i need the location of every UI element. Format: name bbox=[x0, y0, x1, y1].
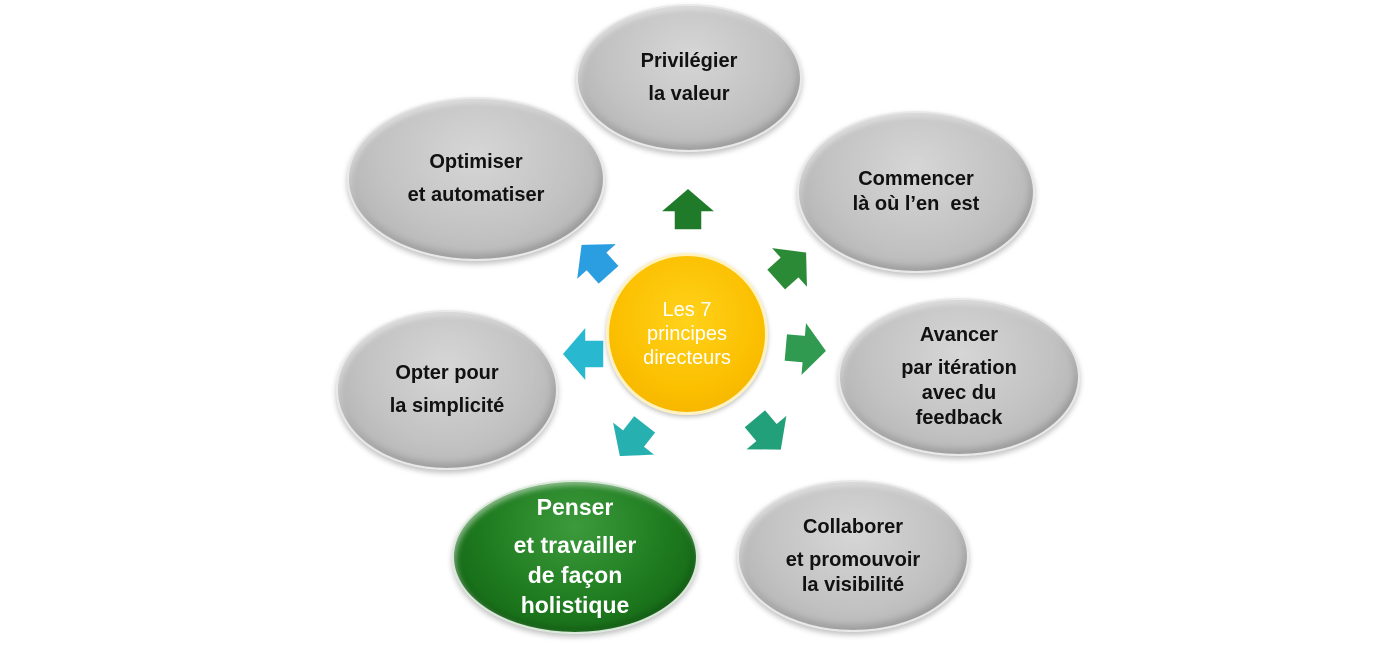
principle-line: Privilégier bbox=[640, 50, 738, 72]
center-line: Les 7 bbox=[662, 299, 712, 321]
principle-line: de façon bbox=[527, 562, 623, 588]
principle-bubble-penser-highlighted: Penser et travailler de façon holistique bbox=[452, 480, 698, 634]
principle-line: et travailler bbox=[513, 532, 637, 559]
principle-line: par itération bbox=[901, 357, 1017, 379]
principle-line: Penser bbox=[536, 494, 614, 521]
principle-line: et promouvoir bbox=[785, 548, 921, 571]
principle-line: et automatiser bbox=[407, 184, 545, 206]
principle-bubble-optimiser: Optimiser et automatiser bbox=[347, 97, 605, 261]
principle-line: là où l’en est bbox=[852, 193, 980, 215]
principle-bubble-collaborer: Collaborer et promouvoir la visibilité bbox=[737, 480, 969, 632]
principle-line: Collaborer bbox=[802, 515, 904, 538]
principle-line: Commencer bbox=[858, 168, 974, 190]
principle-line: la visibilité bbox=[801, 573, 905, 596]
principle-line: Optimiser bbox=[429, 151, 523, 173]
center-line: directeurs bbox=[643, 347, 731, 369]
principle-line: avec du bbox=[921, 382, 997, 404]
principle-bubble-valeur: Privilégier la valeur bbox=[576, 4, 802, 152]
principle-line: la simplicité bbox=[389, 395, 505, 417]
arrow-up-left-icon bbox=[559, 224, 631, 295]
arrow-up-right-icon bbox=[756, 230, 827, 302]
principle-bubble-commencer: Commencer là où l’en est bbox=[797, 111, 1035, 273]
principle-line: holistique bbox=[520, 591, 630, 618]
arrow-up-icon bbox=[659, 187, 717, 231]
arrow-down-left-icon bbox=[596, 405, 668, 475]
center-circle: Les 7 principes directeurs bbox=[606, 253, 768, 415]
principle-bubble-opter: Opter pour la simplicité bbox=[336, 310, 558, 470]
arrow-left-icon bbox=[561, 325, 605, 383]
arrow-down-right-icon bbox=[732, 399, 804, 470]
principle-line: la valeur bbox=[648, 83, 730, 105]
center-line: principes bbox=[646, 323, 728, 345]
principle-line: feedback bbox=[915, 407, 1003, 429]
principle-line: Avancer bbox=[919, 324, 999, 346]
principle-bubble-avancer: Avancer par itération avec du feedback bbox=[838, 298, 1080, 456]
principle-line: Opter pour bbox=[395, 362, 499, 384]
arrow-right-icon bbox=[781, 318, 831, 380]
